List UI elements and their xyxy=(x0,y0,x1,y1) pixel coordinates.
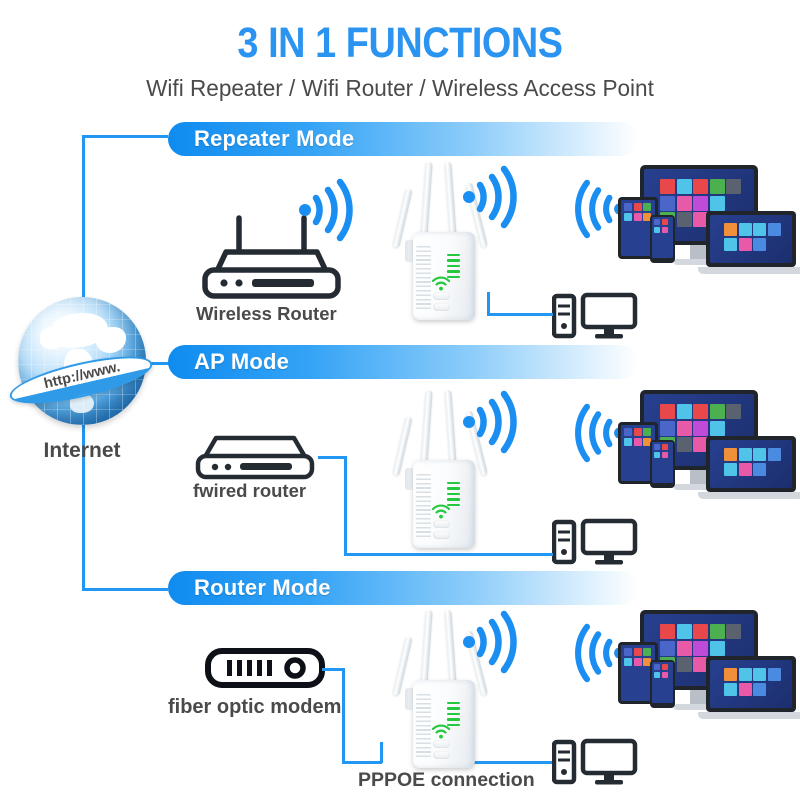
repeater-button-bottom xyxy=(433,751,450,759)
cluster-laptop-base xyxy=(698,712,800,719)
repeater-wifi-logo xyxy=(431,724,451,739)
cluster-monitor-base xyxy=(674,484,724,490)
internet-label: Internet xyxy=(43,439,121,462)
desktop-pc-icon-router xyxy=(552,738,638,785)
source-label-ap: fwired router xyxy=(193,480,307,501)
cluster-monitor-tiles xyxy=(660,624,741,672)
repeater-side-plug xyxy=(405,468,415,490)
antenna xyxy=(392,187,413,249)
repeater-button-bottom xyxy=(433,531,450,539)
repeater-vents xyxy=(416,694,431,758)
cluster-monitor-stand xyxy=(690,690,708,704)
wifi-repeater-icon-ap xyxy=(385,388,505,548)
cluster-phone xyxy=(650,660,675,708)
antenna xyxy=(444,389,457,467)
wifi-signal-icon-router-out xyxy=(463,610,517,674)
wifi-signal-icon-ap-out xyxy=(463,390,517,454)
wifi-signal-icon-repeater-source xyxy=(299,178,353,242)
repeater-side-plug xyxy=(405,688,415,710)
desktop-pc-icon-repeater xyxy=(552,292,638,339)
repeater-side-plug xyxy=(405,240,415,262)
banner-router-mode[interactable]: Router Mode xyxy=(168,571,638,605)
wifi-signal-icon-ap-clients xyxy=(575,403,626,463)
cluster-phone xyxy=(650,440,675,488)
cluster-laptop xyxy=(706,656,796,712)
connector-modem-to-repeater xyxy=(342,761,382,764)
source-label-repeater: Wireless Router xyxy=(196,303,337,324)
antenna xyxy=(392,635,413,697)
wireless-router-icon xyxy=(202,215,341,299)
wired-router-icon xyxy=(195,435,315,480)
repeater-vents xyxy=(416,474,431,538)
device-cluster-icon-router xyxy=(612,610,800,735)
repeater-wifi-logo xyxy=(431,504,451,519)
cluster-monitor-stand xyxy=(690,470,708,484)
connector-globe-to-router-vertical xyxy=(82,418,85,590)
desktop-pc-icon-ap xyxy=(552,518,638,565)
repeater-button-top xyxy=(433,520,450,528)
connector-ap-to-repeater xyxy=(344,553,414,556)
connector-globe-to-router-horizontal xyxy=(82,588,168,591)
cluster-tablet xyxy=(618,642,658,704)
cluster-laptop-base xyxy=(698,267,800,274)
cluster-laptop-base xyxy=(698,492,800,499)
cluster-laptop xyxy=(706,436,796,492)
cluster-monitor-base xyxy=(674,259,724,265)
header: 3 IN 1 FUNCTIONS Wifi Repeater / Wifi Ro… xyxy=(0,0,800,102)
globe-continent-asia xyxy=(96,327,126,353)
page-title: 3 IN 1 FUNCTIONS xyxy=(237,19,563,67)
antenna xyxy=(444,609,457,687)
device-cluster-icon-ap xyxy=(612,390,800,515)
wifi-repeater-icon-repeater xyxy=(385,160,505,320)
pppoe-connection-label: PPPOE connection xyxy=(358,769,535,791)
connector-globe-to-ap xyxy=(140,362,170,365)
fiber-optic-modem-icon xyxy=(205,648,325,688)
globe-continent-europe xyxy=(40,327,66,349)
cluster-monitor-base xyxy=(674,704,724,710)
cluster-monitor-tiles xyxy=(660,404,741,452)
device-cluster-icon-repeater xyxy=(612,165,800,290)
cluster-laptop xyxy=(706,211,796,267)
connector-globe-to-repeater-vertical xyxy=(82,135,85,318)
antenna xyxy=(420,161,433,239)
connector-ap-to-pc xyxy=(414,553,553,556)
wifi-repeater-icon-router xyxy=(385,608,505,768)
connector-pppoe-riser-left xyxy=(380,742,383,763)
connector-globe-to-repeater-horizontal xyxy=(82,135,168,138)
connector-repeater-to-pc xyxy=(487,313,553,316)
banner-ap-label: AP Mode xyxy=(194,349,290,374)
banner-repeater-mode[interactable]: Repeater Mode xyxy=(168,122,638,156)
cluster-phone xyxy=(650,215,675,263)
repeater-led-indicators xyxy=(447,482,463,507)
repeater-button-top xyxy=(433,740,450,748)
cluster-monitor-stand xyxy=(690,245,708,259)
internet-globe: http://www. Internet xyxy=(6,293,156,462)
banner-router-label: Router Mode xyxy=(194,575,331,600)
antenna xyxy=(444,161,457,239)
connector-ap-down xyxy=(344,456,347,555)
page-subtitle: Wifi Repeater / Wifi Router / Wireless A… xyxy=(146,75,654,101)
connector-modem-out xyxy=(322,668,344,671)
antenna xyxy=(392,415,413,477)
connector-modem-down xyxy=(342,668,345,763)
repeater-button-bottom xyxy=(433,303,450,311)
repeater-vents xyxy=(416,246,431,310)
repeater-button-top xyxy=(433,292,450,300)
connector-pppoe-right xyxy=(447,761,553,764)
antenna xyxy=(420,389,433,467)
wifi-signal-icon-repeater-out xyxy=(463,165,517,229)
antenna xyxy=(420,609,433,687)
banner-ap-mode[interactable]: AP Mode xyxy=(168,345,638,379)
source-label-router: fiber optic modem xyxy=(168,696,342,718)
repeater-led-indicators xyxy=(447,702,463,727)
repeater-wifi-logo xyxy=(431,276,451,291)
connector-ap-source-out xyxy=(318,456,346,459)
repeater-led-indicators xyxy=(447,254,463,279)
banner-repeater-label: Repeater Mode xyxy=(194,126,355,151)
connector-repeater-device-down xyxy=(487,292,490,315)
